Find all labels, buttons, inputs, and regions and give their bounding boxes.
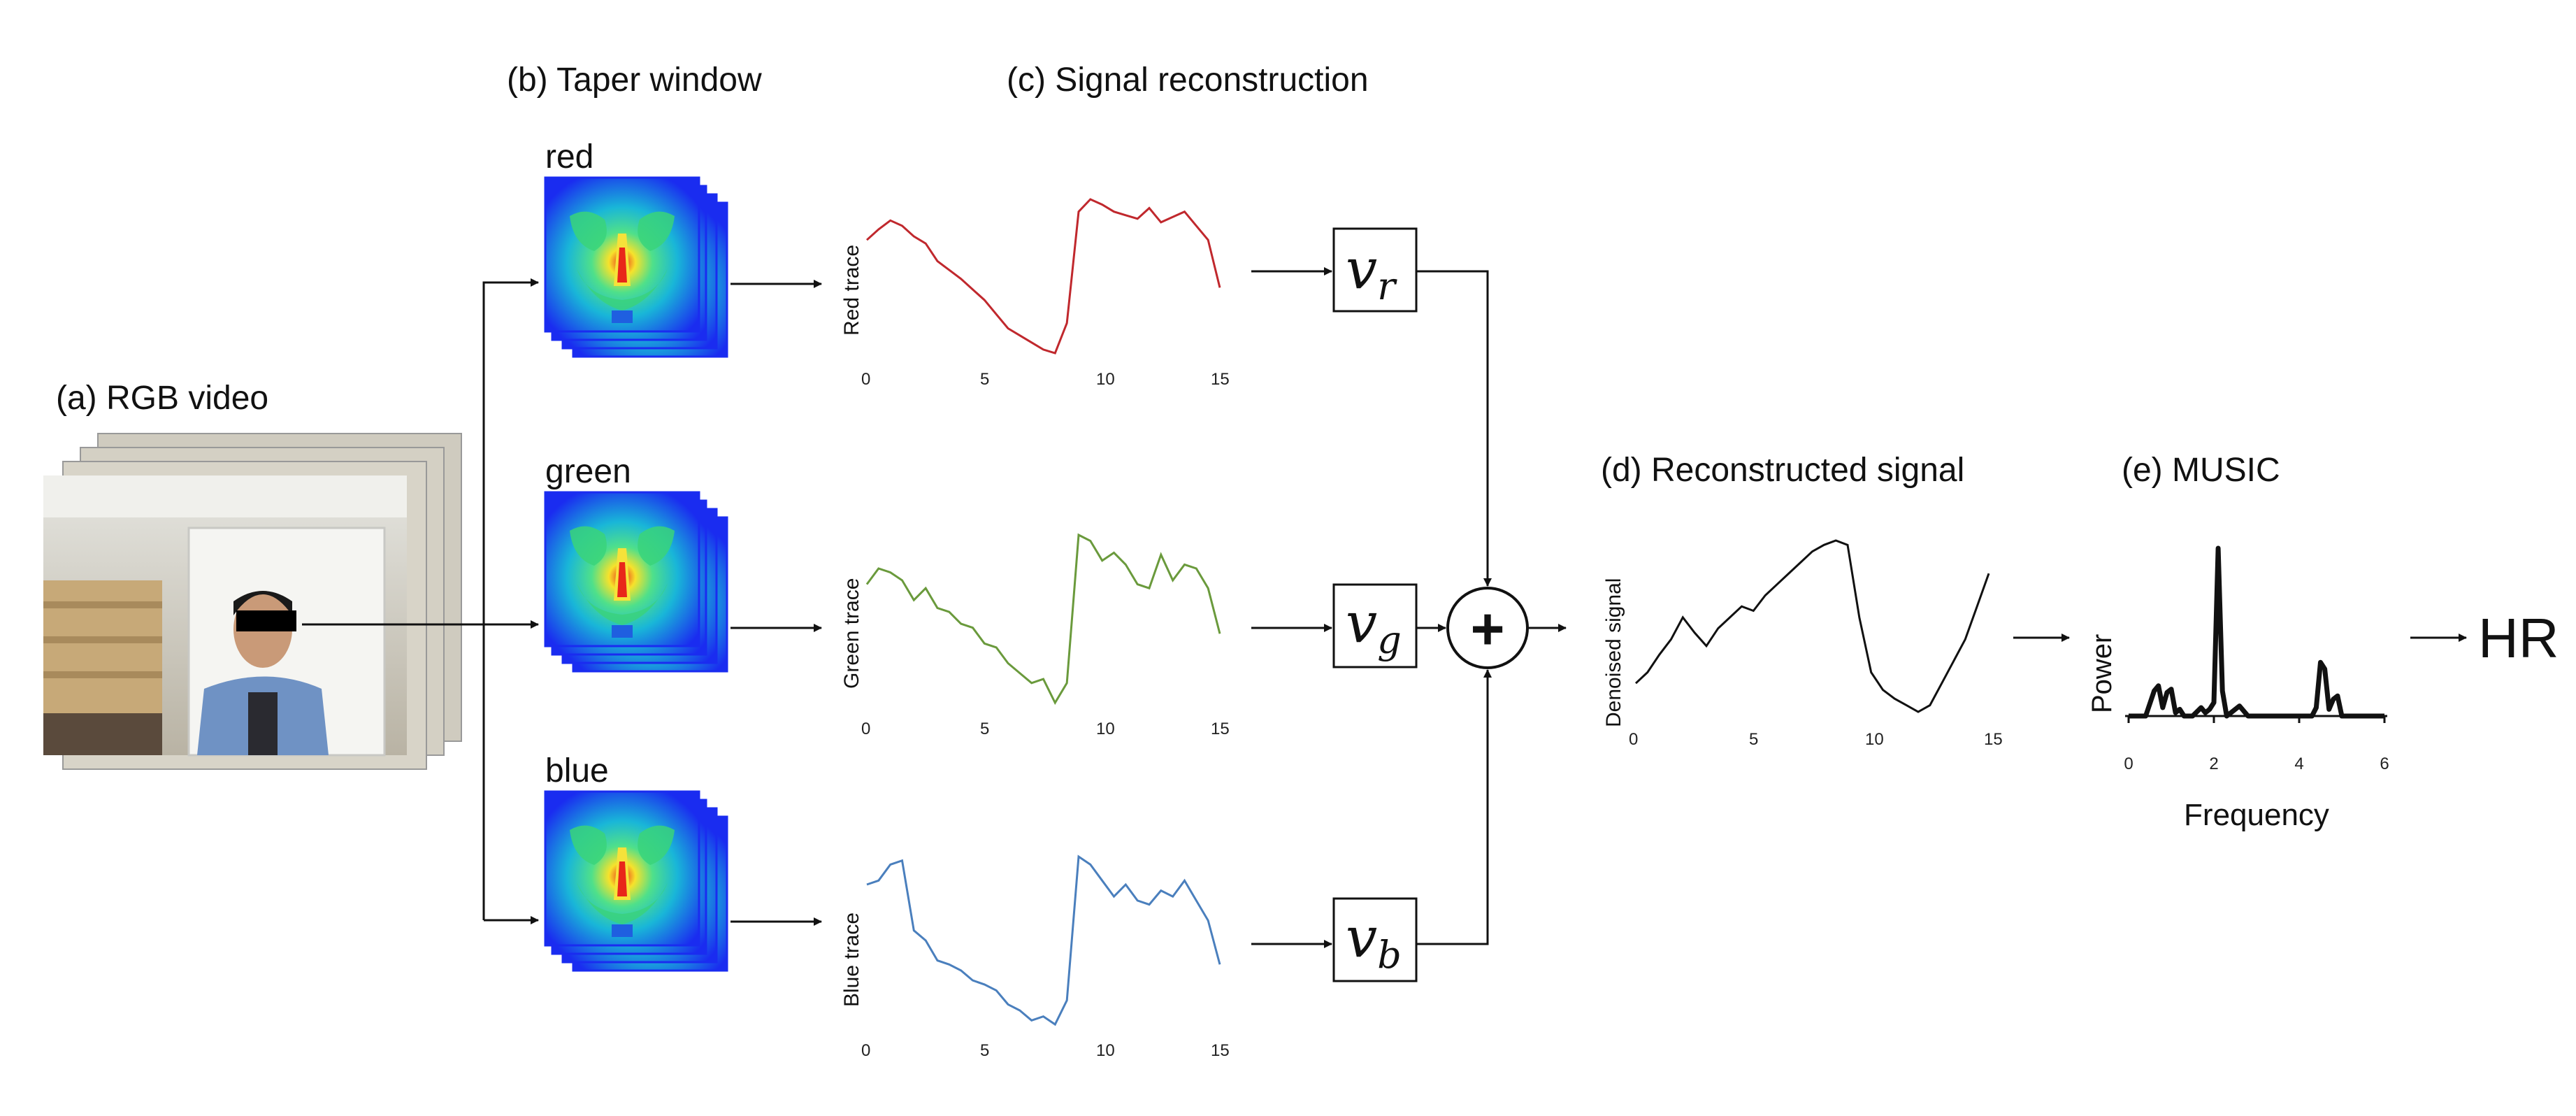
trace-ylabel-blue: Blue trace xyxy=(840,913,863,1007)
trace-tick: 15 xyxy=(1211,1041,1230,1060)
trace-tick: 10 xyxy=(1096,370,1115,389)
trace-tick: 5 xyxy=(980,370,989,389)
label-rgb-video: (a) RGB video xyxy=(56,380,268,417)
channel-name-green: green xyxy=(545,453,631,490)
weight-box-blue: vb xyxy=(1332,897,1418,982)
music-ylabel: Power xyxy=(2087,634,2117,713)
trace-tick: 15 xyxy=(1211,720,1230,738)
trace-line-green xyxy=(865,533,1221,706)
trace-tick: 5 xyxy=(980,1041,989,1060)
trace-tick: 10 xyxy=(1096,1041,1115,1060)
taper-blue: blue xyxy=(544,752,728,972)
reconstructed-plot: Denoised signal 0 5 10 15 xyxy=(1602,539,2003,749)
reconstructed-ylabel: Denoised signal xyxy=(1602,578,1625,727)
weight-symbol: v xyxy=(1346,905,1377,970)
trace-to-weight-arrows xyxy=(1251,267,1332,948)
trace-line-red xyxy=(865,198,1221,355)
trace-line-blue xyxy=(866,854,1221,1026)
reconstructed-tick: 0 xyxy=(1629,730,1638,749)
weight-symbol: v xyxy=(1346,236,1377,301)
weight-box-red: vr xyxy=(1332,227,1418,313)
rgb-video-stack xyxy=(43,433,462,770)
trace-tick: 5 xyxy=(980,720,989,738)
weight-subscript-r: r xyxy=(1377,264,1397,308)
hr-output-label: HR xyxy=(2478,607,2559,669)
music-tick: 0 xyxy=(2124,754,2133,773)
trace-tick: 10 xyxy=(1096,720,1115,738)
trace-tick: 0 xyxy=(861,720,870,738)
reconstructed-line xyxy=(1634,539,1990,713)
music-xlabel: Frequency xyxy=(2184,798,2329,832)
music-tick: 2 xyxy=(2209,754,2218,773)
svg-text:vr: vr xyxy=(1346,236,1397,308)
taper-to-trace-arrows xyxy=(731,280,822,926)
sum-node: + xyxy=(1446,587,1529,669)
trace-tick: 0 xyxy=(861,370,870,389)
weight-to-sum-connectors xyxy=(1416,270,1492,945)
trace-tick: 0 xyxy=(861,1041,870,1060)
sum-symbol: + xyxy=(1470,596,1504,661)
label-reconstructed-signal: (d) Reconstructed signal xyxy=(1601,452,1964,489)
label-taper-window: (b) Taper window xyxy=(507,62,762,99)
video-branch-connectors xyxy=(302,278,539,924)
taper-red: red xyxy=(544,138,728,358)
weight-symbol: v xyxy=(1346,590,1377,655)
music-tick: 4 xyxy=(2294,754,2303,773)
weight-box-green: vg xyxy=(1332,583,1418,668)
reconstructed-tick: 15 xyxy=(1984,730,2003,749)
music-spectrum-line xyxy=(2129,545,2384,719)
trace-plot-red: Red trace 0 5 10 15 xyxy=(840,198,1230,389)
video-frame xyxy=(43,475,407,757)
svg-text:vb: vb xyxy=(1346,905,1402,977)
trace-ylabel-red: Red trace xyxy=(840,245,863,336)
music-tick: 6 xyxy=(2380,754,2389,773)
channel-name-red: red xyxy=(545,138,593,176)
reconstructed-tick: 5 xyxy=(1749,730,1758,749)
trace-plot-blue: Blue trace 0 5 10 15 xyxy=(840,854,1230,1060)
label-music: (e) MUSIC xyxy=(2122,452,2280,489)
reconstructed-tick: 10 xyxy=(1865,730,1884,749)
music-plot: Power 0 2 4 6 Frequency xyxy=(2087,545,2389,832)
weight-subscript-g: g xyxy=(1377,618,1402,662)
channel-name-blue: blue xyxy=(545,752,609,789)
trace-ylabel-green: Green trace xyxy=(840,578,863,689)
weight-subscript-b: b xyxy=(1377,933,1402,977)
taper-green: green xyxy=(544,453,728,673)
label-signal-reconstruction: (c) Signal reconstruction xyxy=(1007,62,1369,99)
svg-text:vg: vg xyxy=(1346,590,1402,662)
trace-plot-green: Green trace 0 5 10 15 xyxy=(840,533,1230,738)
trace-tick: 15 xyxy=(1211,370,1230,389)
